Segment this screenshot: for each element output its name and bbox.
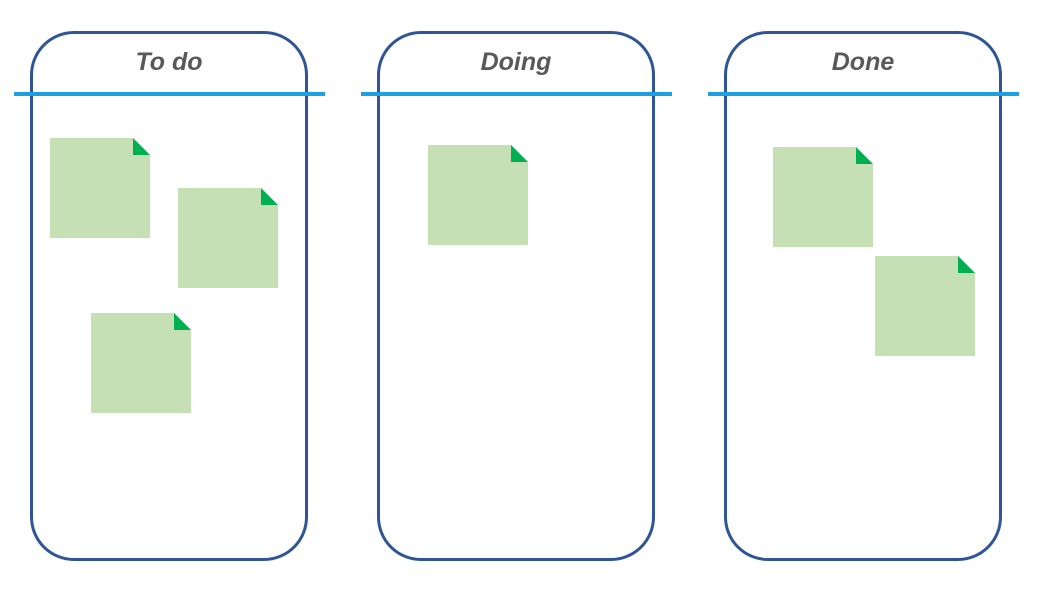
- header-divider-todo: [14, 92, 325, 96]
- sticky-note-icon: [178, 188, 278, 288]
- sticky-note-todo-3[interactable]: [91, 313, 191, 413]
- sticky-note-done-2[interactable]: [875, 256, 975, 356]
- sticky-note-icon: [428, 145, 528, 245]
- sticky-note-done-1[interactable]: [773, 147, 873, 247]
- column-title-doing: Doing: [480, 48, 552, 76]
- header-divider-done: [708, 92, 1019, 96]
- sticky-note-icon: [50, 138, 150, 238]
- sticky-note-icon: [91, 313, 191, 413]
- column-doing: Doing: [377, 31, 655, 561]
- sticky-note-icon: [773, 147, 873, 247]
- column-title-todo: To do: [135, 48, 203, 76]
- column-todo: To do: [30, 31, 308, 561]
- sticky-note-todo-1[interactable]: [50, 138, 150, 238]
- header-divider-doing: [361, 92, 672, 96]
- sticky-note-icon: [875, 256, 975, 356]
- sticky-note-todo-2[interactable]: [178, 188, 278, 288]
- sticky-note-doing-1[interactable]: [428, 145, 528, 245]
- column-title-done: Done: [831, 48, 895, 76]
